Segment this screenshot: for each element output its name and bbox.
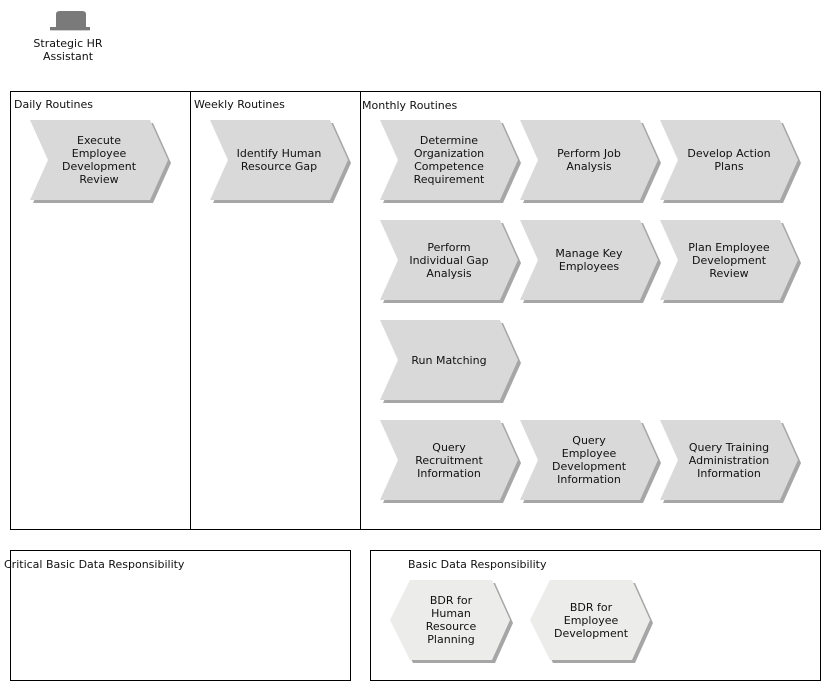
process-step-label: Determine Organization Competence Requir…: [413, 134, 485, 186]
process-step-label: Manage Key Employees: [555, 247, 623, 273]
bdr-hexagon[interactable]: BDR for Employee Development: [530, 580, 668, 663]
role-label: Strategic HR Assistant: [33, 37, 103, 63]
process-step-label: Execute Employee Development Review: [61, 134, 137, 186]
bdr-label: BDR for Employee Development: [553, 600, 629, 640]
process-step-label: Develop Action Plans: [687, 147, 771, 173]
process-step-chevron[interactable]: Manage Key Employees: [520, 220, 661, 303]
role-hat-icon: [50, 10, 90, 32]
process-step-label: Plan Employee Development Review: [688, 240, 770, 280]
weekly-routines-title: Weekly Routines: [194, 98, 285, 111]
process-step-label: Query Recruitment Information: [415, 440, 483, 480]
process-step-chevron[interactable]: Plan Employee Development Review: [660, 220, 801, 303]
process-step-label: Identify Human Resource Gap: [236, 147, 322, 173]
process-step-label: Perform Individual Gap Analysis: [409, 240, 489, 280]
process-step-label: Query Employee Development Information: [551, 434, 627, 486]
process-step-label: Query Training Administration Informatio…: [688, 440, 770, 480]
process-step-chevron[interactable]: Query Training Administration Informatio…: [660, 420, 801, 503]
process-step-label: Run Matching: [411, 353, 487, 367]
bdr-hexagon[interactable]: BDR for Human Resource Planning: [390, 580, 528, 663]
process-step-chevron[interactable]: Execute Employee Development Review: [30, 120, 171, 203]
critical-bdr-title: Critical Basic Data Responsibility: [4, 558, 185, 571]
process-step-chevron[interactable]: Query Recruitment Information: [380, 420, 521, 503]
daily-routines-title: Daily Routines: [14, 98, 94, 111]
bdr-label: BDR for Human Resource Planning: [425, 594, 477, 646]
process-step-chevron[interactable]: Perform Job Analysis: [520, 120, 661, 203]
monthly-routines-title: Monthly Routines: [362, 99, 458, 112]
process-step-chevron[interactable]: Determine Organization Competence Requir…: [380, 120, 521, 203]
bdr-title: Basic Data Responsibility: [408, 558, 547, 571]
process-step-chevron[interactable]: Run Matching: [380, 320, 521, 403]
process-step-chevron[interactable]: Identify Human Resource Gap: [210, 120, 351, 203]
process-step-chevron[interactable]: Develop Action Plans: [660, 120, 801, 203]
process-step-chevron[interactable]: Query Employee Development Information: [520, 420, 661, 503]
process-step-chevron[interactable]: Perform Individual Gap Analysis: [380, 220, 521, 303]
critical-bdr-box: [10, 550, 351, 681]
process-step-label: Perform Job Analysis: [557, 147, 621, 173]
bdr-box: [370, 550, 821, 681]
monthly-routines-lane: [360, 91, 821, 530]
